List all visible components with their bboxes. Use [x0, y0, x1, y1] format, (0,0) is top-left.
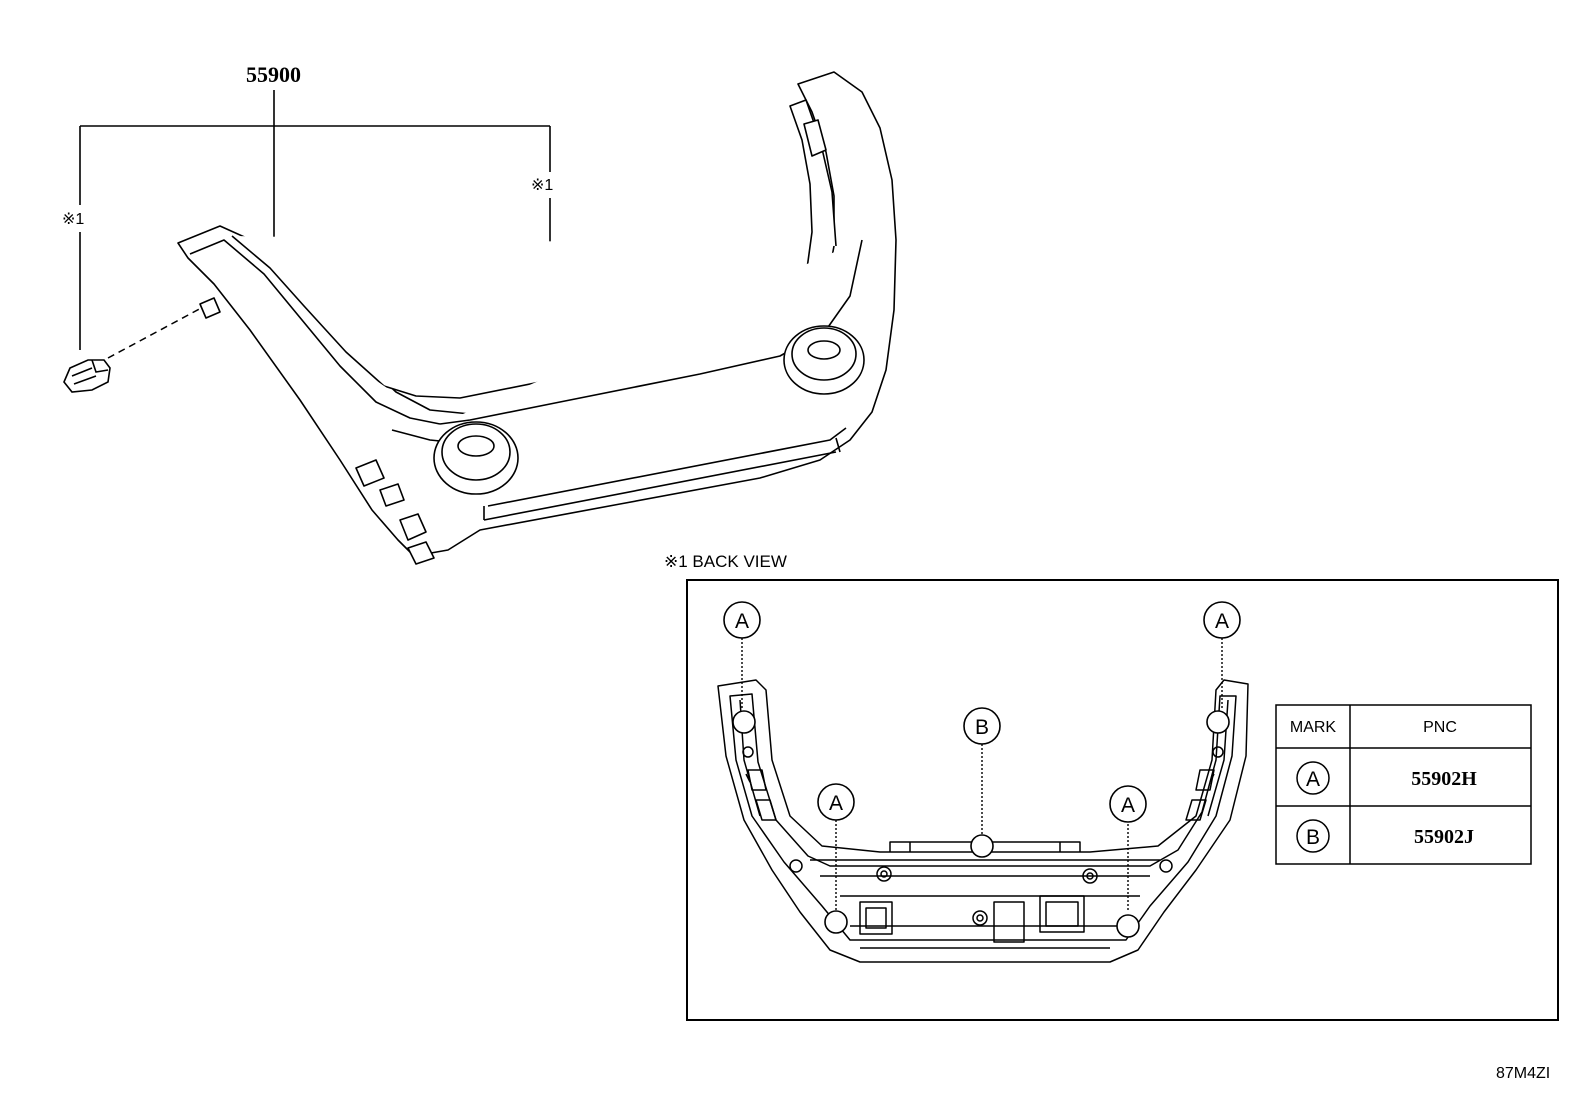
ref-mark-right: ※1 [531, 177, 553, 194]
point-a-top-right [1206, 710, 1230, 734]
point-b-center [970, 834, 994, 858]
legend-header-pnc: PNC [1423, 719, 1457, 736]
part-number-label: 55900 [246, 62, 301, 87]
drawing-code: 87M4ZI [1496, 1065, 1550, 1082]
callout-a-mid-left: A [829, 792, 843, 815]
legend-header-mark: MARK [1290, 719, 1337, 736]
console-panel-drawing [177, 71, 897, 565]
legend-table: MARK PNC A 55902H B 55902J [1275, 704, 1532, 865]
callout-circles [723, 601, 1241, 823]
point-a-top-left [732, 710, 756, 734]
fastening-points [732, 710, 1230, 938]
clip-left-drawing [63, 359, 111, 393]
callout-a-top-right: A [1215, 610, 1229, 633]
legend-row-2-mark: B [1306, 826, 1320, 849]
callout-a-mid-right: A [1121, 794, 1135, 817]
legend-row-1-mark: A [1306, 768, 1320, 791]
back-view-frame [686, 579, 1559, 1021]
ref-mark-left: ※1 [62, 211, 84, 228]
callout-leaders [741, 638, 1223, 912]
point-a-bottom-left [824, 910, 848, 934]
back-view-title: ※1 BACK VIEW [664, 552, 787, 571]
callout-b-center: B [975, 716, 989, 739]
callout-a-top-left: A [735, 610, 749, 633]
point-a-bottom-right [1116, 914, 1140, 938]
legend-row-2-pnc: 55902J [1414, 826, 1474, 848]
legend-row-1-pnc: 55902H [1411, 768, 1477, 790]
